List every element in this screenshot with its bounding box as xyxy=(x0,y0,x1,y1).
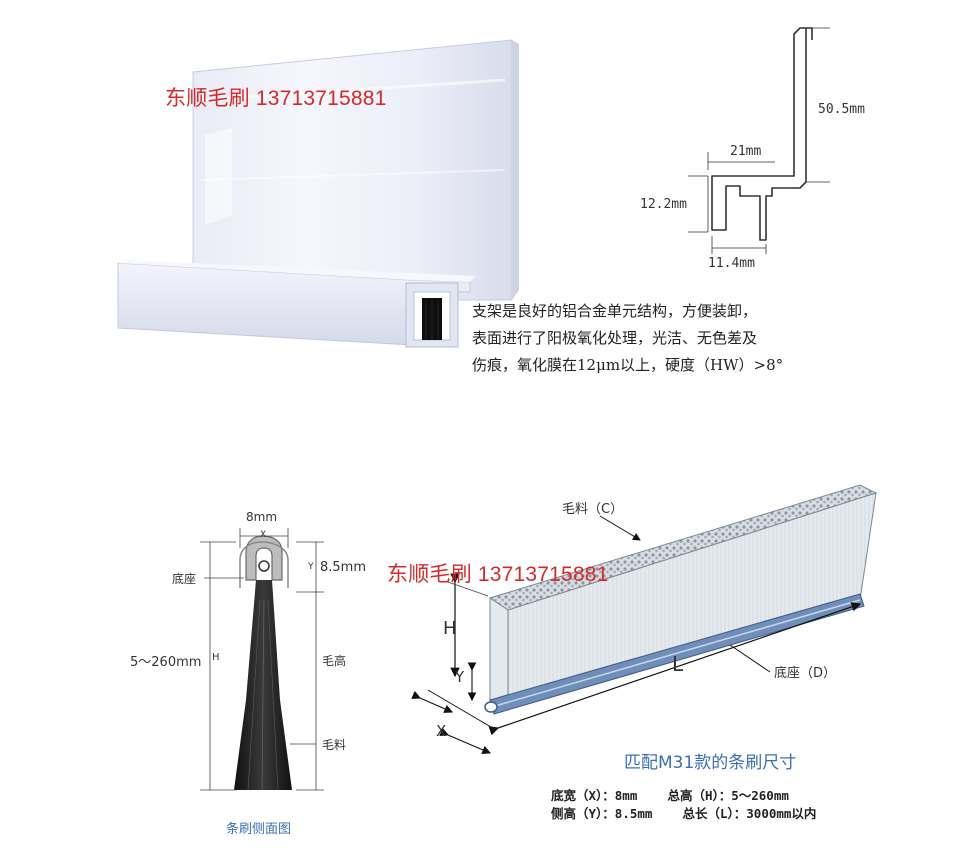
side-caption: 条刷侧面图 xyxy=(226,822,292,837)
iso-material-label: 毛料（C） xyxy=(562,502,624,517)
iso-x-label: X xyxy=(436,722,447,740)
spec-line-1: 底宽（X）：8mm 总高（H）：5～260mm xyxy=(551,788,789,803)
side-height-range: 5～260mm xyxy=(130,655,202,670)
iso-h-label: H xyxy=(443,618,457,639)
description-text: 支架是良好的铝合金单元结构，方便装卸， 表面进行了阳极氧化处理，光洁、无色差及 … xyxy=(472,298,783,379)
dim-left-label: 12.2mm xyxy=(640,197,687,212)
dim-width-label: 21mm xyxy=(730,144,762,159)
description-line: 表面进行了阳极氧化处理，光洁、无色差及 xyxy=(472,329,758,347)
watermark-bottom: 东顺毛刷 13713715881 xyxy=(387,563,609,586)
dim-bottom-label: 11.4mm xyxy=(708,256,755,271)
spec-line-2: 侧高（Y）：8.5mm 总长（L）：3000mm以内 xyxy=(551,806,817,821)
side-base-label: 底座 xyxy=(172,572,197,586)
side-bristle-height: 毛高 xyxy=(322,654,347,668)
dim-height-label: 50.5mm xyxy=(818,102,865,117)
side-width-label: 8mm xyxy=(246,510,278,524)
side-base-height: 8.5mm xyxy=(320,560,367,575)
side-y-tick: Y xyxy=(308,562,314,572)
iso-l-label: L xyxy=(672,652,684,676)
side-x-tick: X xyxy=(260,530,267,540)
description-line: 支架是良好的铝合金单元结构，方便装卸， xyxy=(472,302,758,320)
iso-base-label: 底座（D） xyxy=(774,666,837,681)
side-bristle-material: 毛料 xyxy=(322,738,347,752)
watermark-top: 东顺毛刷 13713715881 xyxy=(165,87,387,110)
side-h-tick: H xyxy=(212,652,220,663)
description-line: 伤痕，氧化膜在12μm以上，硬度（HW）>8° xyxy=(472,356,784,374)
iso-y-label: Y xyxy=(455,668,465,686)
iso-caption: 匹配M31款的条刷尺寸 xyxy=(624,753,797,773)
